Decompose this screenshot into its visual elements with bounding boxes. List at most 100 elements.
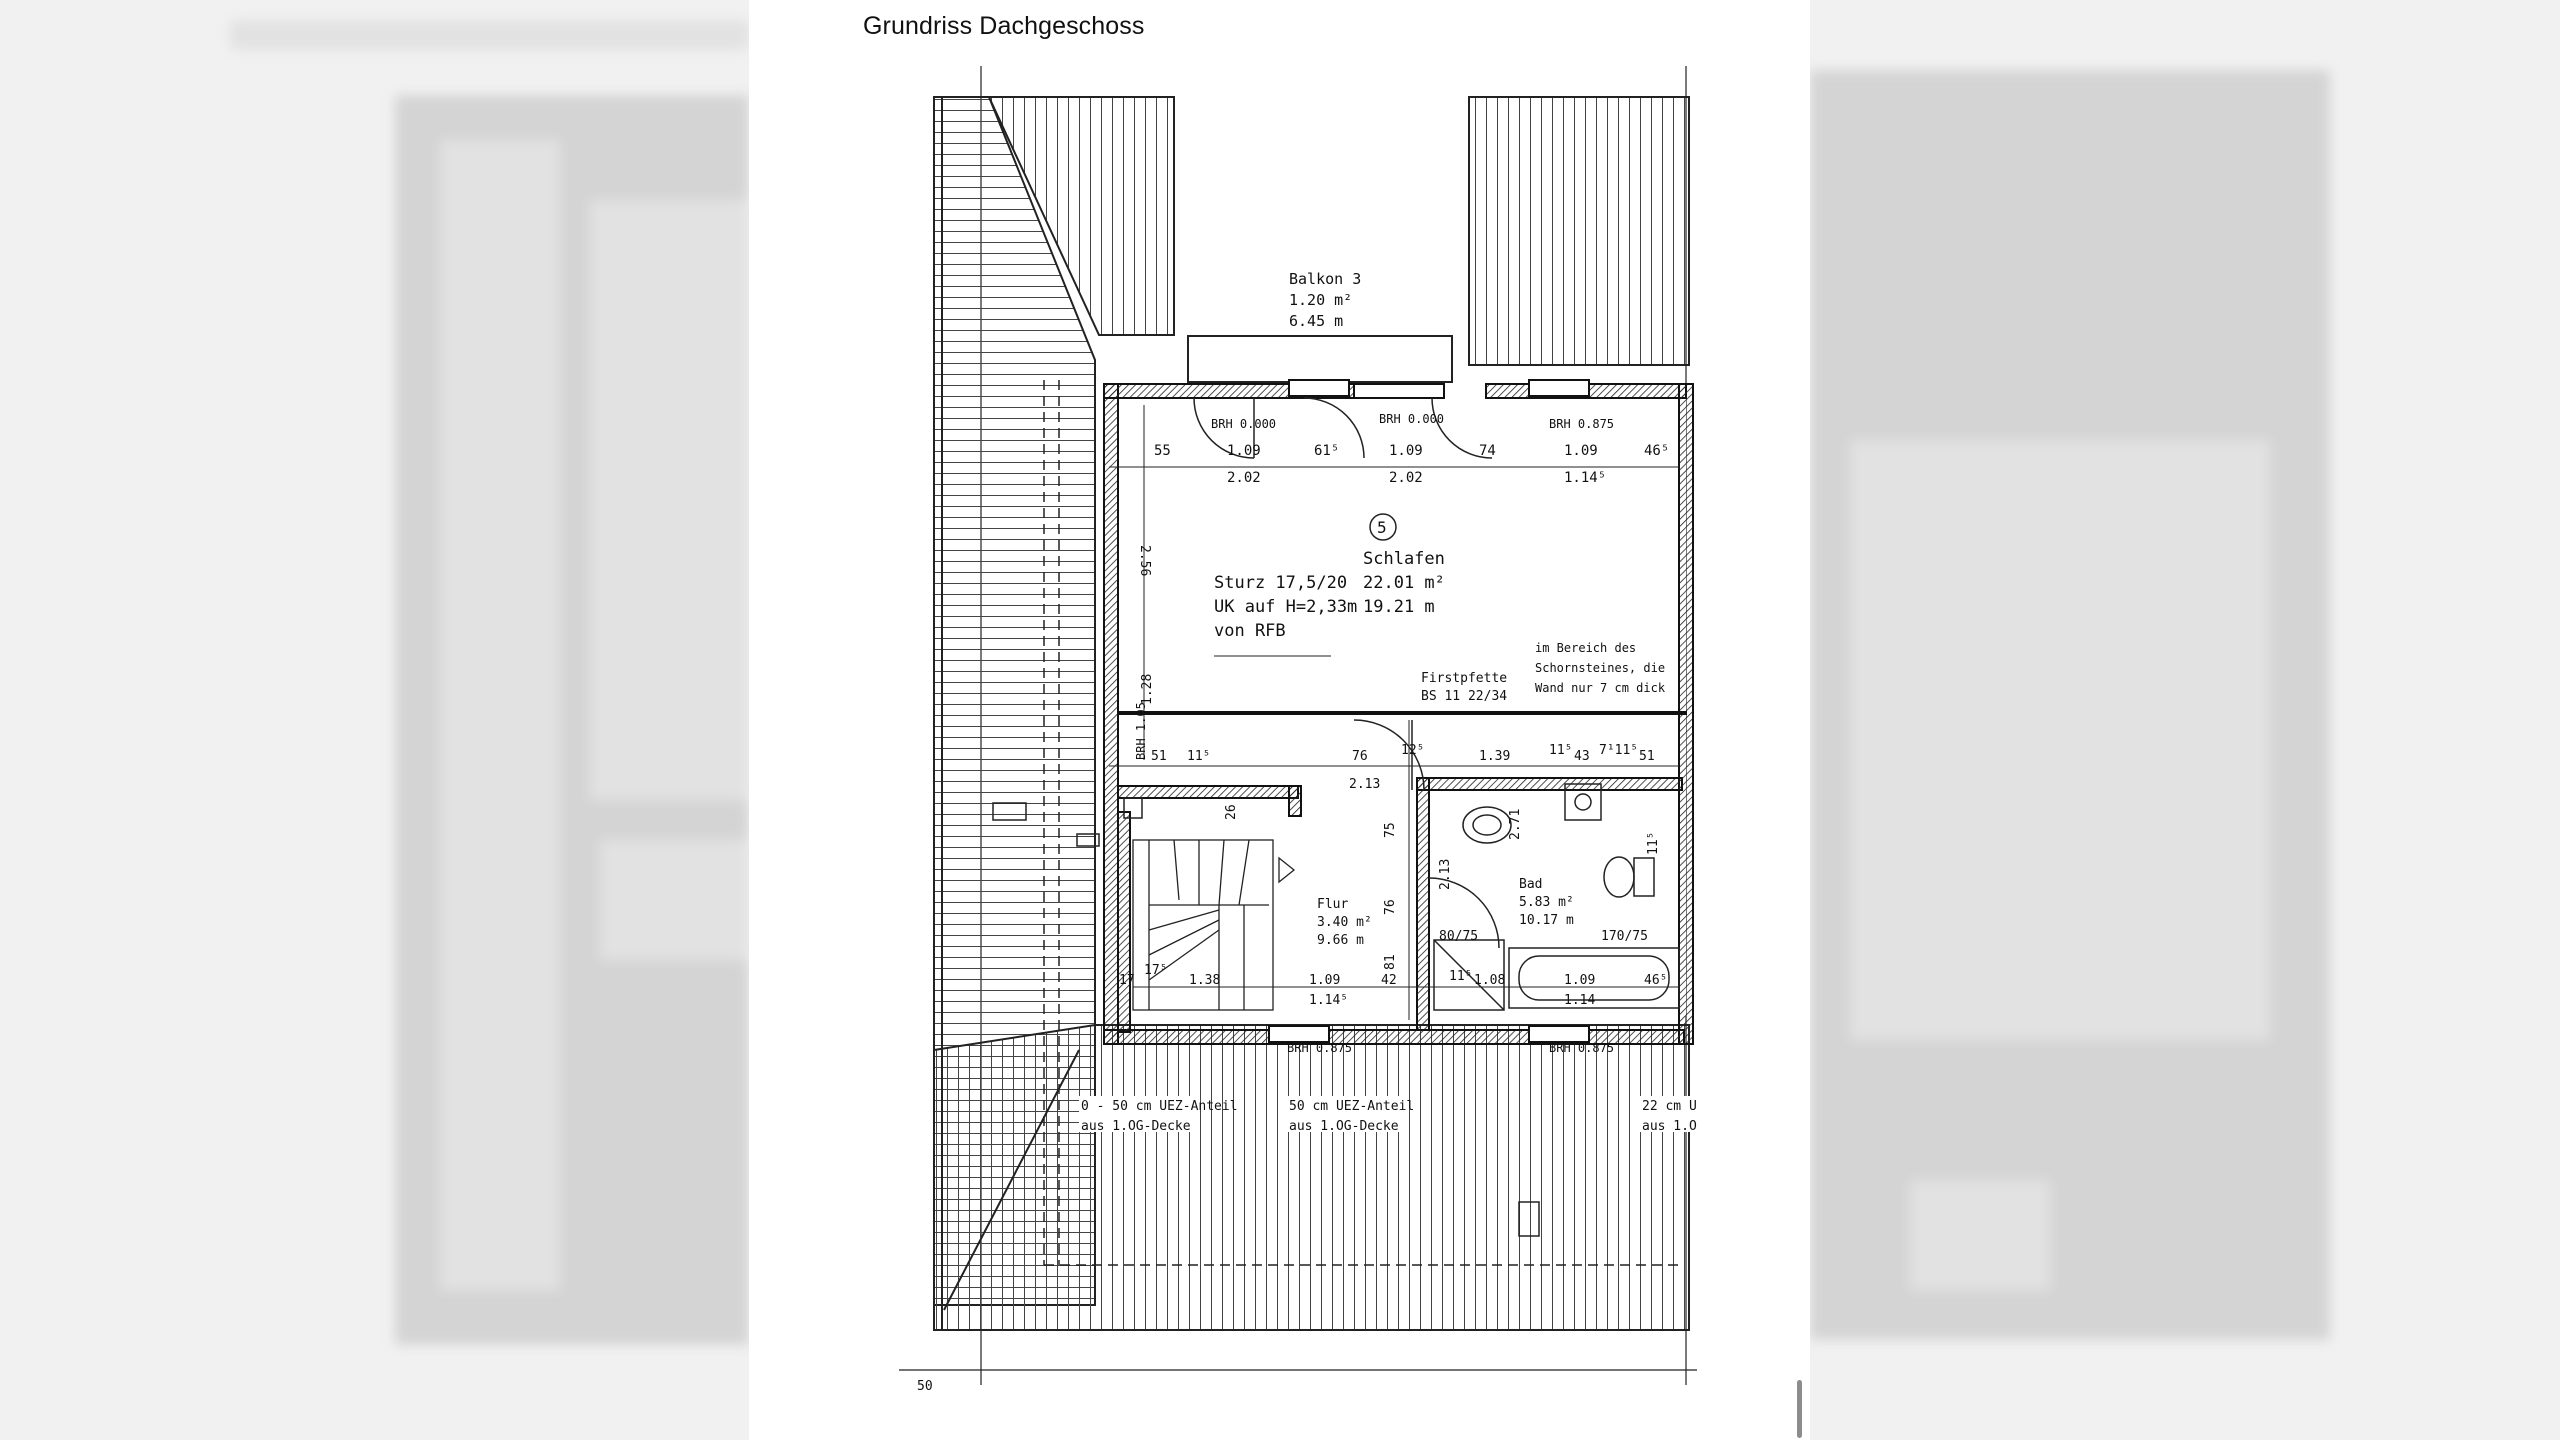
interior-floor [1109, 394, 1686, 1016]
svg-text:BRH 0.000: BRH 0.000 [1379, 412, 1444, 426]
svg-text:1.09: 1.09 [1564, 443, 1598, 459]
svg-text:55: 55 [1154, 443, 1171, 459]
small-markers [992, 797, 1540, 1237]
roof-area [933, 96, 1690, 1331]
svg-text:26: 26 [1224, 804, 1239, 820]
svg-text:BRH 0.000: BRH 0.000 [1211, 417, 1276, 431]
svg-text:1.14⁵: 1.14⁵ [1309, 993, 1348, 1008]
svg-text:Wand nur 7 cm dick: Wand nur 7 cm dick [1535, 681, 1666, 695]
svg-text:12⁵: 12⁵ [1401, 743, 1424, 758]
svg-text:46⁵: 46⁵ [1644, 973, 1667, 988]
scrollbar-thumb[interactable] [1797, 1380, 1802, 1438]
room-bath: Bad 5.83 m² 10.17 m [1519, 877, 1574, 928]
purlin-label-1: Firstpfette [1421, 671, 1507, 686]
svg-text:1.09: 1.09 [1389, 443, 1423, 459]
svg-text:42: 42 [1381, 973, 1397, 988]
svg-text:0 - 50 cm UEZ-Anteil: 0 - 50 cm UEZ-Anteil [1081, 1099, 1238, 1114]
bathroom-fixtures [1433, 783, 1680, 1011]
balcony-perimeter: 6.45 m [1289, 312, 1343, 330]
svg-text:BRH 1.05: BRH 1.05 [1134, 702, 1148, 760]
document-viewer[interactable]: Grundriss Dachgeschoss [749, 0, 1810, 1440]
svg-text:2.02: 2.02 [1389, 470, 1423, 486]
svg-text:46⁵: 46⁵ [1644, 443, 1669, 459]
svg-text:9.66 m: 9.66 m [1317, 933, 1364, 948]
svg-text:7¹11⁵: 7¹11⁵ [1599, 743, 1638, 758]
svg-text:43: 43 [1574, 749, 1590, 764]
svg-text:Schornsteines, die: Schornsteines, die [1535, 661, 1665, 675]
bedroom-perimeter: 19.21 m [1363, 597, 1435, 617]
svg-text:2.13: 2.13 [1349, 777, 1380, 792]
dimension-lines [1109, 405, 1679, 1020]
lintel-line-3: von RFB [1214, 621, 1286, 641]
svg-text:81: 81 [1383, 954, 1398, 970]
corner-mark: 50 [917, 1379, 933, 1394]
svg-text:10.17 m: 10.17 m [1519, 913, 1574, 928]
svg-text:17⁵: 17⁵ [1144, 963, 1167, 978]
dims-top: 55 1.09 2.02 61⁵ 1.09 2.02 74 1.09 1.14⁵… [1154, 443, 1669, 486]
svg-text:11⁵: 11⁵ [1646, 832, 1661, 855]
background-right [1810, 0, 2560, 1440]
svg-text:80/75: 80/75 [1439, 929, 1478, 944]
dims-mid: 51 11⁵ 76 12⁵ 1.39 11⁵ 43 7¹11⁵ 51 2.13 … [1137, 545, 1655, 820]
bedroom-area: 22.01 m² [1363, 573, 1445, 593]
svg-text:2.56: 2.56 [1137, 545, 1152, 576]
svg-text:51: 51 [1151, 749, 1167, 764]
chimney-note: im Bereich des Schornsteines, die Wand n… [1535, 641, 1666, 695]
lintel-line-2: UK auf H=2,33m [1214, 597, 1357, 617]
svg-text:76: 76 [1383, 899, 1398, 915]
svg-text:11⁵: 11⁵ [1449, 969, 1472, 984]
svg-text:1.14⁵: 1.14⁵ [1564, 470, 1606, 486]
svg-text:1.38: 1.38 [1189, 973, 1220, 988]
svg-text:2.71: 2.71 [1508, 809, 1523, 840]
svg-text:im Bereich des: im Bereich des [1535, 641, 1636, 655]
room-hall: Flur 3.40 m² 9.66 m [1317, 897, 1372, 948]
svg-text:50 cm UEZ-Anteil: 50 cm UEZ-Anteil [1289, 1099, 1414, 1114]
svg-text:aus 1.OG-Decke: aus 1.OG-Decke [1289, 1119, 1399, 1134]
svg-text:11⁵: 11⁵ [1549, 743, 1572, 758]
svg-text:17: 17 [1119, 973, 1135, 988]
sill-labels: BRH 0.000 BRH 0.000 BRH 0.875 BRH 0.875 … [1134, 412, 1614, 1055]
balcony-name: Balkon 3 [1289, 270, 1361, 288]
svg-text:170/75: 170/75 [1601, 929, 1648, 944]
bedroom-name: Schlafen [1363, 549, 1445, 569]
svg-text:74: 74 [1479, 443, 1496, 459]
balcony-area: 1.20 m² [1289, 291, 1352, 309]
svg-text:aus 1.OG-: aus 1.OG- [1642, 1119, 1712, 1134]
svg-text:76: 76 [1352, 749, 1368, 764]
notes-uez: 0 - 50 cm UEZ-Anteil aus 1.OG-Decke 50 c… [1079, 1096, 1720, 1134]
svg-text:1.28: 1.28 [1140, 674, 1155, 705]
interior-walls [1117, 711, 1687, 1033]
svg-text:1.09: 1.09 [1227, 443, 1261, 459]
svg-text:BRH 0.875: BRH 0.875 [1287, 1041, 1352, 1055]
background-left [0, 0, 749, 1440]
svg-text:2.02: 2.02 [1227, 470, 1261, 486]
svg-text:1.09: 1.09 [1564, 973, 1595, 988]
svg-text:aus 1.OG-Decke: aus 1.OG-Decke [1081, 1119, 1191, 1134]
svg-text:1.39: 1.39 [1479, 749, 1510, 764]
svg-text:BRH 0.875: BRH 0.875 [1549, 417, 1614, 431]
purlin-label-2: BS 11 22/34 [1421, 689, 1507, 704]
staircase [1132, 839, 1296, 1011]
svg-text:1.14: 1.14 [1564, 993, 1595, 1008]
svg-text:1.09: 1.09 [1309, 973, 1340, 988]
crop-edge [1697, 60, 1810, 1400]
svg-text:3.40 m²: 3.40 m² [1317, 915, 1372, 930]
svg-text:5.83 m²: 5.83 m² [1519, 895, 1574, 910]
room-bedroom: 5 Schlafen 22.01 m² 19.21 m Sturz 17,5/2… [1214, 513, 1445, 657]
svg-text:2.13: 2.13 [1438, 859, 1453, 890]
svg-text:61⁵: 61⁵ [1314, 443, 1339, 459]
door-swings [1193, 397, 1500, 949]
lintel-line-1: Sturz 17,5/20 [1214, 573, 1347, 593]
document-title: Grundriss Dachgeschoss [863, 12, 1145, 40]
svg-text:Bad: Bad [1519, 877, 1542, 892]
svg-text:Flur: Flur [1317, 897, 1348, 912]
room-number: 5 [1377, 518, 1387, 537]
floor-plan-drawing: Balkon 3 1.20 m² 6.45 m [899, 60, 1810, 1400]
svg-text:BRH 0.875: BRH 0.875 [1549, 1041, 1614, 1055]
balcony: Balkon 3 1.20 m² 6.45 m [1187, 270, 1453, 383]
svg-text:75: 75 [1383, 822, 1398, 838]
svg-text:51: 51 [1639, 749, 1655, 764]
svg-text:11⁵: 11⁵ [1187, 749, 1210, 764]
svg-text:1.08: 1.08 [1474, 973, 1505, 988]
dims-low: 17 17⁵ 1.38 1.09 1.14⁵ 42 81 76 2.13 75 … [1119, 809, 1667, 1008]
